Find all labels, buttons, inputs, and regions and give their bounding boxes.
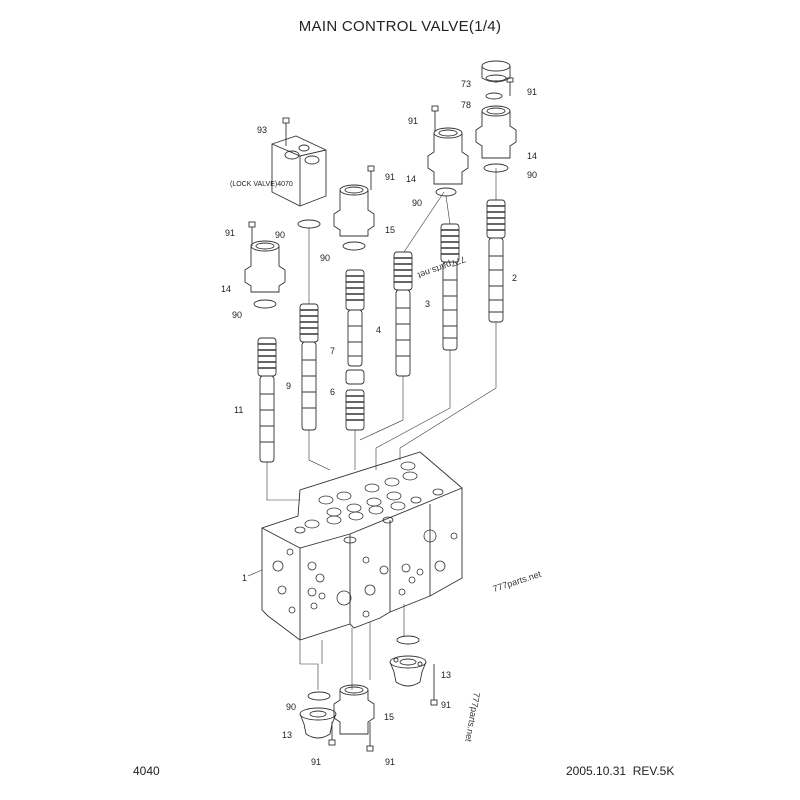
revision-text: REV.5K	[632, 764, 675, 778]
cover-13-right	[389, 655, 427, 687]
label-14: 14	[221, 284, 231, 294]
plug-73	[481, 60, 511, 83]
spool-6	[345, 369, 365, 431]
spool-11	[257, 337, 277, 463]
cover-15-top	[333, 184, 375, 237]
cover-14-mid	[427, 127, 469, 185]
spool-3	[440, 223, 460, 351]
o-ring-90-lock	[297, 219, 321, 229]
label-9: 9	[286, 381, 291, 391]
label-15: 15	[384, 712, 394, 722]
label-11: 11	[234, 405, 243, 415]
label-2: 2	[512, 273, 517, 283]
bolt-91-15	[367, 165, 375, 190]
o-ring-90-bottom-left	[307, 691, 331, 701]
o-ring-90-15	[342, 241, 366, 251]
label-90: 90	[275, 230, 285, 240]
label-7: 7	[330, 346, 335, 356]
spool-7	[345, 269, 365, 367]
label-14: 14	[527, 151, 537, 161]
spool-2	[486, 199, 506, 323]
lock-valve-block	[271, 135, 327, 207]
o-ring-90-mid	[435, 187, 457, 197]
assembly-leader-lines	[266, 322, 497, 501]
label-91: 91	[385, 757, 395, 767]
label-14: 14	[406, 174, 416, 184]
main-valve-body	[261, 451, 463, 641]
diagram-title: MAIN CONTROL VALVE(1/4)	[298, 18, 502, 35]
bolt-91-bottom-mid	[366, 722, 374, 752]
bolt-91-mid	[431, 105, 439, 132]
label-3: 3	[425, 299, 430, 309]
bolt-91-left	[248, 221, 256, 246]
watermark-center: 777parts.net	[492, 569, 543, 594]
o-ring-90-bottom-right	[396, 635, 420, 645]
cover-14-right	[475, 105, 517, 159]
o-ring-78	[485, 92, 503, 100]
label-6: 6	[330, 387, 335, 397]
label-93: 93	[257, 125, 267, 135]
bolt-91-top	[506, 77, 514, 96]
label-90: 90	[527, 170, 537, 180]
lock-valve-note: (LOCK VALVE)4070	[230, 181, 293, 188]
label-90: 90	[320, 253, 330, 263]
bolt-91-bottom-left	[328, 722, 336, 746]
label-4: 4	[376, 325, 381, 335]
spool-9	[299, 303, 319, 431]
revision-date: 2005.10.31 REV.5K	[566, 764, 674, 778]
label-13: 13	[441, 670, 451, 680]
label-91: 91	[385, 172, 395, 182]
label-91: 91	[527, 87, 537, 97]
bolt-91-bottom-right	[430, 664, 438, 706]
label-73: 73	[461, 79, 471, 89]
o-ring-90-left	[253, 299, 277, 309]
watermark-rotated-top: 777parts.net	[416, 254, 467, 281]
cover-14-left	[244, 240, 286, 293]
page-number: 4040	[133, 764, 160, 778]
label-1: 1	[242, 573, 247, 583]
watermark-rotated-bottom: 777parts.net	[463, 692, 482, 744]
label-91: 91	[408, 116, 418, 126]
label-90: 90	[412, 198, 422, 208]
bolt-93	[282, 117, 290, 146]
spool-4	[393, 251, 413, 377]
label-90: 90	[286, 702, 296, 712]
block-leader-line-1	[247, 569, 263, 577]
label-91: 91	[311, 757, 321, 767]
bottom-leader-lines	[299, 604, 405, 690]
label-13: 13	[282, 730, 292, 740]
cover-13-left	[299, 707, 337, 739]
label-78: 78	[461, 100, 471, 110]
label-91: 91	[441, 700, 451, 710]
label-15: 15	[385, 225, 395, 235]
cover-15-bottom	[333, 684, 375, 735]
label-90: 90	[232, 310, 242, 320]
date-text: 2005.10.31	[566, 764, 627, 778]
label-91: 91	[225, 228, 235, 238]
